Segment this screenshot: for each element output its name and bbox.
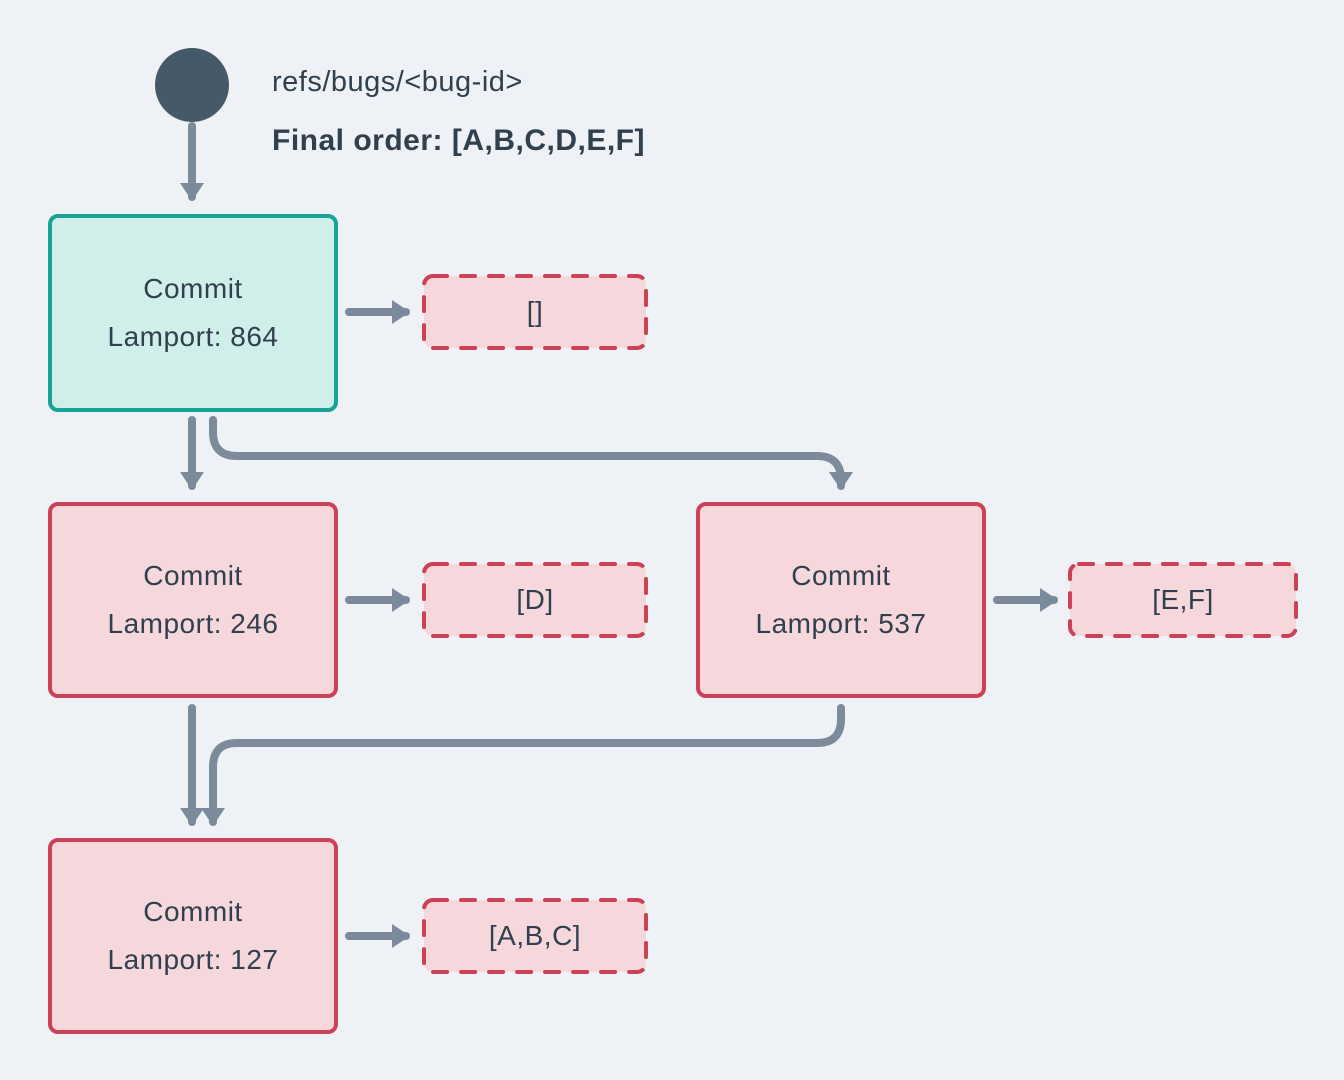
commit-title: Commit: [143, 560, 243, 591]
operations-node-246: [D]: [422, 562, 648, 638]
commit-lamport: Lamport: 246: [107, 608, 279, 639]
dashed-border: [422, 274, 648, 350]
commit-node-127: Commit Lamport: 127: [48, 838, 338, 1034]
operations-node-127: [A,B,C]: [422, 898, 648, 974]
dashed-border: [1068, 562, 1298, 638]
commit-node-864: Commit Lamport: 864: [48, 214, 338, 412]
operations-node-537: [E,F]: [1068, 562, 1298, 638]
ref-node-icon: [155, 48, 229, 122]
final-order-label: Final order: [A,B,C,D,E,F]: [272, 124, 645, 157]
operations-list: [A,B,C]: [488, 920, 582, 951]
commit-node-246: Commit Lamport: 246: [48, 502, 338, 698]
commit-title: Commit: [143, 273, 243, 304]
operations-list: []: [526, 296, 544, 327]
commit-title: Commit: [143, 896, 243, 927]
commit-lamport: Lamport: 537: [755, 608, 927, 639]
edge-commit-537-to-commit-127: [201, 704, 845, 826]
operations-list: [E,F]: [1152, 584, 1214, 615]
operations-node-864: []: [422, 274, 648, 350]
commit-node-537: Commit Lamport: 537: [696, 502, 986, 698]
operations-list: [D]: [516, 584, 554, 615]
edge-commit-864-to-commit-537: [209, 416, 853, 490]
ref-label: refs/bugs/<bug-id>: [272, 66, 523, 98]
dashed-border: [422, 562, 648, 638]
dashed-border: [422, 898, 648, 974]
commit-title: Commit: [791, 560, 891, 591]
commit-lamport: Lamport: 864: [107, 321, 279, 352]
commit-lamport: Lamport: 127: [107, 944, 279, 975]
